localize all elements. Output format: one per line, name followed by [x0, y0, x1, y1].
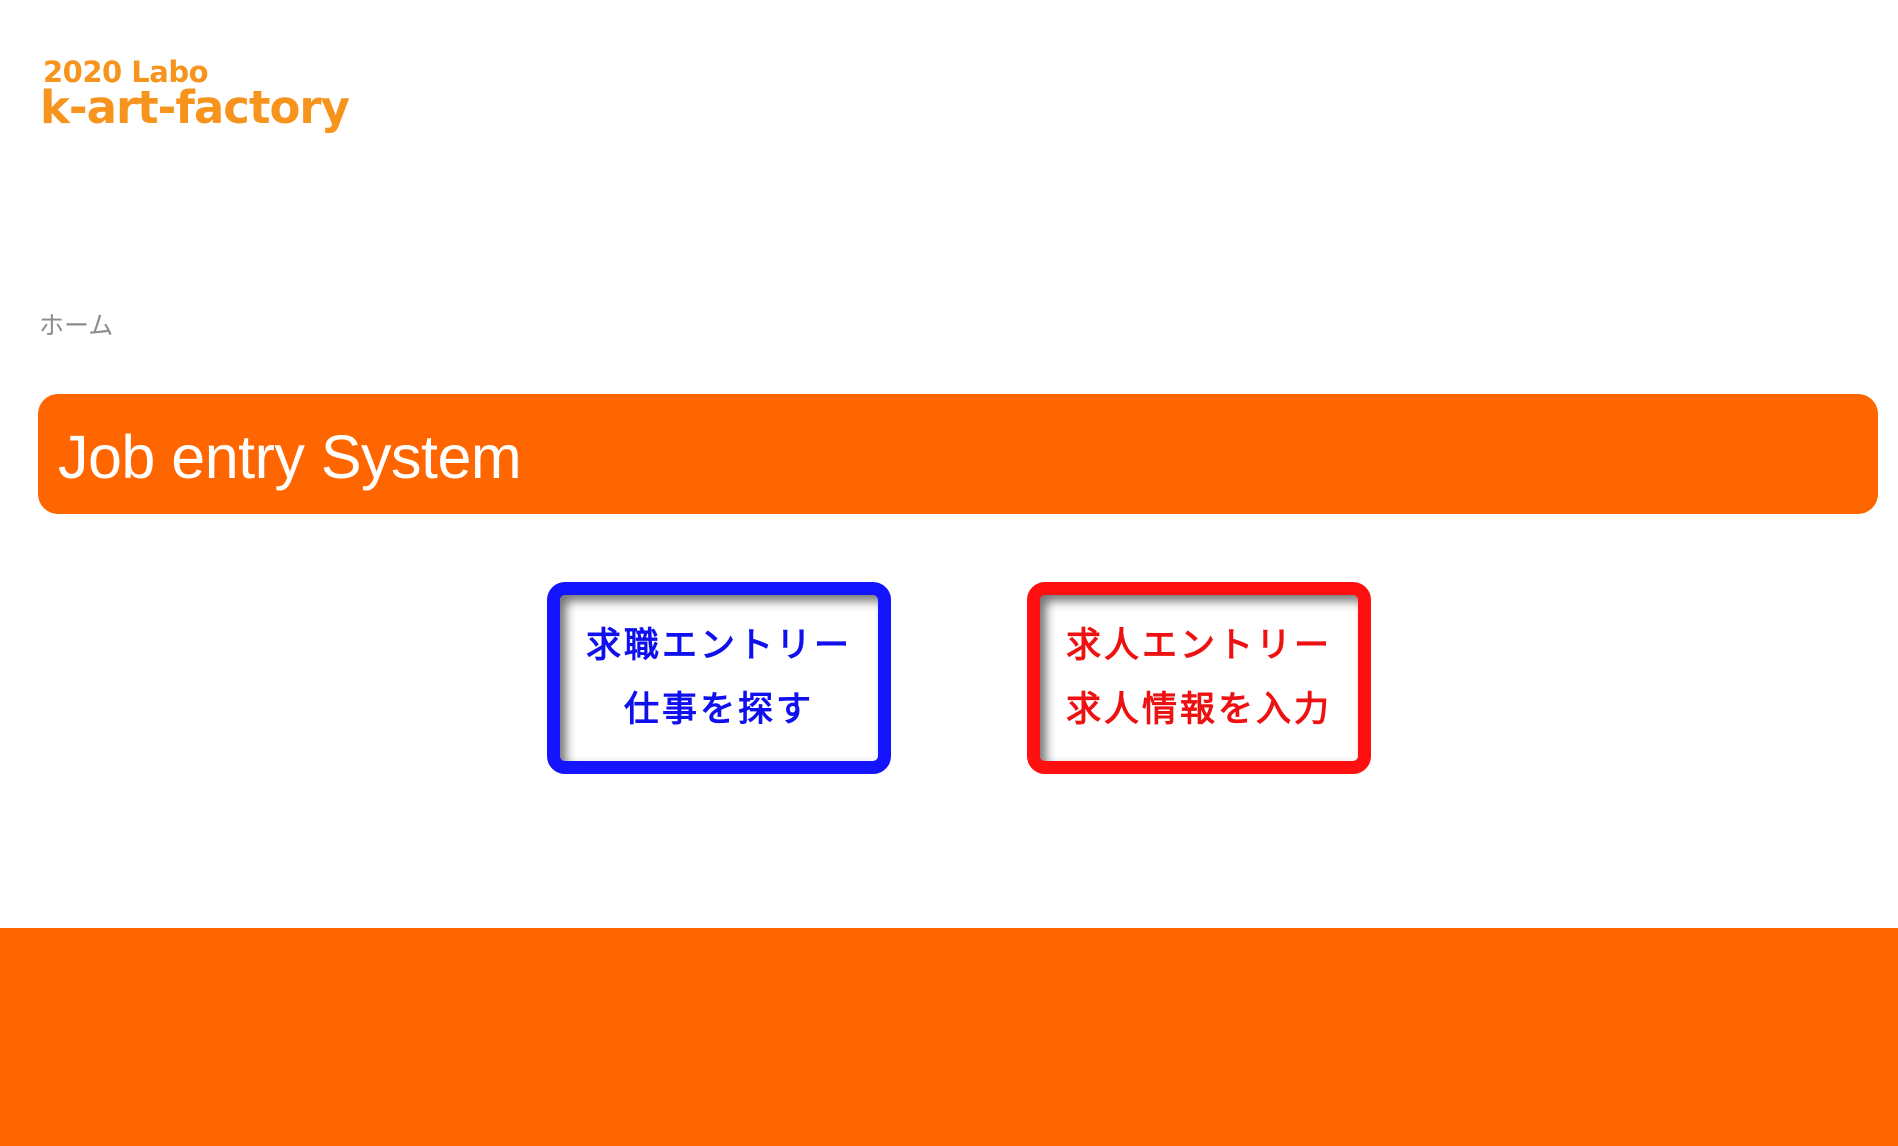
- logo-top-text: 2020 Labo: [43, 55, 209, 89]
- breadcrumb: ホーム: [39, 306, 113, 342]
- breadcrumb-home-link[interactable]: ホーム: [39, 311, 114, 340]
- site-logo[interactable]: 2020 Labo k-art-factory: [40, 55, 350, 134]
- job-seeker-entry-button[interactable]: 求職エントリー 仕事を探す: [547, 582, 891, 774]
- job-offer-entry-sublabel: 求人情報を入力: [1065, 690, 1332, 730]
- job-offer-entry-button[interactable]: 求人エントリー 求人情報を入力: [1027, 582, 1371, 774]
- job-seeker-entry-label: 求職エントリー: [585, 626, 852, 666]
- logo-main-text: k-art-factory: [40, 81, 350, 134]
- footer: [0, 928, 1898, 1146]
- page-title-bar: Job entry System: [38, 394, 1878, 514]
- job-seeker-entry-sublabel: 仕事を探す: [623, 690, 814, 730]
- job-offer-entry-label: 求人エントリー: [1065, 626, 1332, 666]
- page-title: Job entry System: [58, 423, 522, 491]
